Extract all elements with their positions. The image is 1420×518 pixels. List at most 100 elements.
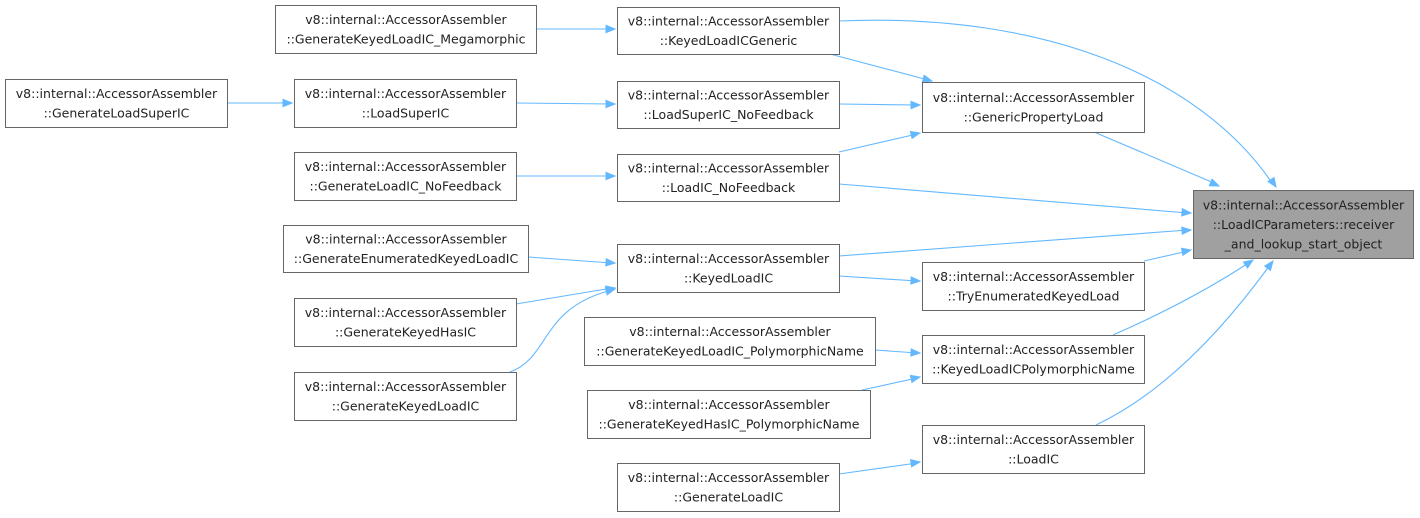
- node-label-line: v8::internal::AccessorAssembler: [305, 86, 507, 101]
- edge-loadic-to-target: [1095, 259, 1274, 426]
- arrowhead: [909, 130, 922, 140]
- edge-lsic-to-lsnf: [515, 99, 617, 109]
- node-label-line: v8::internal::AccessorAssembler: [628, 161, 830, 176]
- node-label-line: ::GenerateKeyedLoadIC_Megamorphic: [287, 32, 526, 47]
- edge-klic-to-target: [838, 226, 1193, 257]
- edge-line: [1093, 131, 1215, 184]
- edge-gkhicpn-to-klicpn: [861, 374, 922, 391]
- edge-line: [861, 377, 918, 391]
- node-label-line: v8::internal::AccessorAssembler: [305, 232, 507, 247]
- edge-line: [838, 103, 918, 106]
- node-label-line: v8::internal::AccessorAssembler: [933, 269, 1135, 284]
- nodes: v8::internal::AccessorAssembler::LoadICP…: [5, 5, 1414, 512]
- edge-gklicm-to-klicg: [536, 24, 617, 34]
- node-label-line: ::LoadIC: [1008, 452, 1059, 467]
- node-label-line: ::KeyedLoadIC: [684, 271, 773, 286]
- node-label-line: v8::internal::AccessorAssembler: [628, 14, 830, 29]
- node-label-line: ::GenerateKeyedHasIC: [335, 325, 476, 340]
- edge-gklic-to-klic: [509, 287, 617, 373]
- node-loadic[interactable]: v8::internal::AccessorAssembler::LoadIC: [922, 425, 1145, 474]
- edge-linf-to-gpl: [838, 130, 922, 153]
- node-box: [294, 298, 517, 347]
- arrowhead: [910, 276, 922, 285]
- arrowhead: [909, 459, 922, 468]
- node-label-line: ::GenerateLoadSuperIC: [44, 106, 190, 121]
- node-label-line: v8::internal::AccessorAssembler: [305, 379, 507, 394]
- node-target[interactable]: v8::internal::AccessorAssembler::LoadICP…: [1193, 190, 1414, 259]
- node-box: [922, 262, 1145, 311]
- arrowhead: [605, 99, 617, 109]
- node-label-line: v8::internal::AccessorAssembler: [628, 397, 830, 412]
- edge-glicnf-to-linf: [516, 171, 617, 181]
- node-label-line: ::LoadIC_NoFeedback: [662, 180, 796, 195]
- node-linf[interactable]: v8::internal::AccessorAssembler::LoadIC_…: [617, 154, 840, 202]
- node-gkhic[interactable]: v8::internal::AccessorAssembler::Generat…: [294, 298, 517, 347]
- node-label-line: ::KeyedLoadICPolymorphicName: [932, 362, 1135, 377]
- node-box: [584, 317, 876, 366]
- node-label-line: ::GenerateKeyedLoadIC: [332, 399, 480, 414]
- edge-line: [874, 349, 918, 354]
- edges: [227, 19, 1277, 475]
- edge-gpl-to-target: [1093, 131, 1221, 187]
- node-glic[interactable]: v8::internal::AccessorAssembler::Generat…: [617, 463, 840, 512]
- edge-line: [1143, 250, 1189, 262]
- node-label-line: ::GenerateLoadIC: [674, 490, 783, 505]
- node-gklicpn[interactable]: v8::internal::AccessorAssembler::Generat…: [584, 317, 876, 366]
- node-box: [617, 7, 840, 55]
- node-box: [617, 463, 840, 512]
- node-klicpn[interactable]: v8::internal::AccessorAssembler::KeyedLo…: [922, 335, 1145, 384]
- node-gklic[interactable]: v8::internal::AccessorAssembler::Generat…: [294, 372, 517, 421]
- node-box: [617, 81, 840, 129]
- edge-line: [838, 133, 918, 153]
- node-box: [5, 79, 228, 128]
- edge-klicg-to-gpl: [829, 53, 934, 83]
- node-box: [275, 5, 537, 54]
- node-box: [922, 82, 1145, 133]
- node-glicnf[interactable]: v8::internal::AccessorAssembler::Generat…: [294, 152, 517, 201]
- node-box: [922, 425, 1145, 474]
- node-label-line: _and_lookup_start_object: [1224, 236, 1383, 251]
- node-label-line: v8::internal::AccessorAssembler: [933, 342, 1135, 357]
- edge-gklicpn-to-klicpn: [874, 348, 922, 357]
- node-lsnf[interactable]: v8::internal::AccessorAssembler::LoadSup…: [617, 81, 840, 129]
- edge-line: [838, 19, 1271, 181]
- node-label-line: ::GenerateKeyedHasIC_PolymorphicName: [599, 417, 860, 432]
- edge-klic-to-tekl: [838, 275, 922, 285]
- edge-line: [838, 462, 918, 475]
- node-label-line: v8::internal::AccessorAssembler: [16, 86, 218, 101]
- arrowhead: [921, 74, 934, 83]
- arrowhead: [605, 171, 617, 181]
- node-label-line: v8::internal::AccessorAssembler: [305, 305, 507, 320]
- edge-lsnf-to-gpl: [838, 100, 922, 110]
- node-klicg[interactable]: v8::internal::AccessorAssembler::KeyedLo…: [617, 7, 840, 55]
- arrowhead: [605, 257, 617, 267]
- arrowhead: [1242, 259, 1255, 269]
- node-label-line: ::GenerateLoadIC_NoFeedback: [310, 179, 503, 194]
- node-label-line: v8::internal::AccessorAssembler: [933, 432, 1135, 447]
- node-gpl[interactable]: v8::internal::AccessorAssembler::Generic…: [922, 82, 1145, 133]
- arrowhead: [909, 374, 922, 384]
- node-label-line: v8::internal::AccessorAssembler: [933, 90, 1135, 105]
- node-label-line: v8::internal::AccessorAssembler: [1203, 197, 1405, 212]
- node-label-line: ::KeyedLoadICGeneric: [660, 33, 798, 48]
- node-klic[interactable]: v8::internal::AccessorAssembler::KeyedLo…: [617, 244, 840, 293]
- edge-line: [527, 256, 613, 264]
- node-label-line: ::GenerateKeyedLoadIC_PolymorphicName: [596, 344, 864, 359]
- node-label-line: v8::internal::AccessorAssembler: [305, 12, 507, 27]
- edge-line: [515, 102, 613, 105]
- edge-line: [838, 275, 918, 282]
- node-box: [294, 152, 517, 201]
- node-tekl[interactable]: v8::internal::AccessorAssembler::TryEnum…: [922, 262, 1145, 311]
- edge-tekl-to-target: [1143, 247, 1193, 262]
- node-lsic[interactable]: v8::internal::AccessorAssembler::LoadSup…: [294, 79, 517, 128]
- edge-line: [1095, 264, 1271, 426]
- node-glsic[interactable]: v8::internal::AccessorAssembler::Generat…: [5, 79, 228, 128]
- node-gklicm[interactable]: v8::internal::AccessorAssembler::Generat…: [275, 5, 537, 54]
- edge-klicg-to-target: [838, 19, 1277, 189]
- node-gkhicpn[interactable]: v8::internal::AccessorAssembler::Generat…: [587, 390, 871, 439]
- arrowhead: [1263, 259, 1274, 272]
- node-label-line: ::LoadSuperIC_NoFeedback: [643, 107, 814, 122]
- node-geklic[interactable]: v8::internal::AccessorAssembler::Generat…: [283, 225, 529, 273]
- node-box: [294, 372, 517, 421]
